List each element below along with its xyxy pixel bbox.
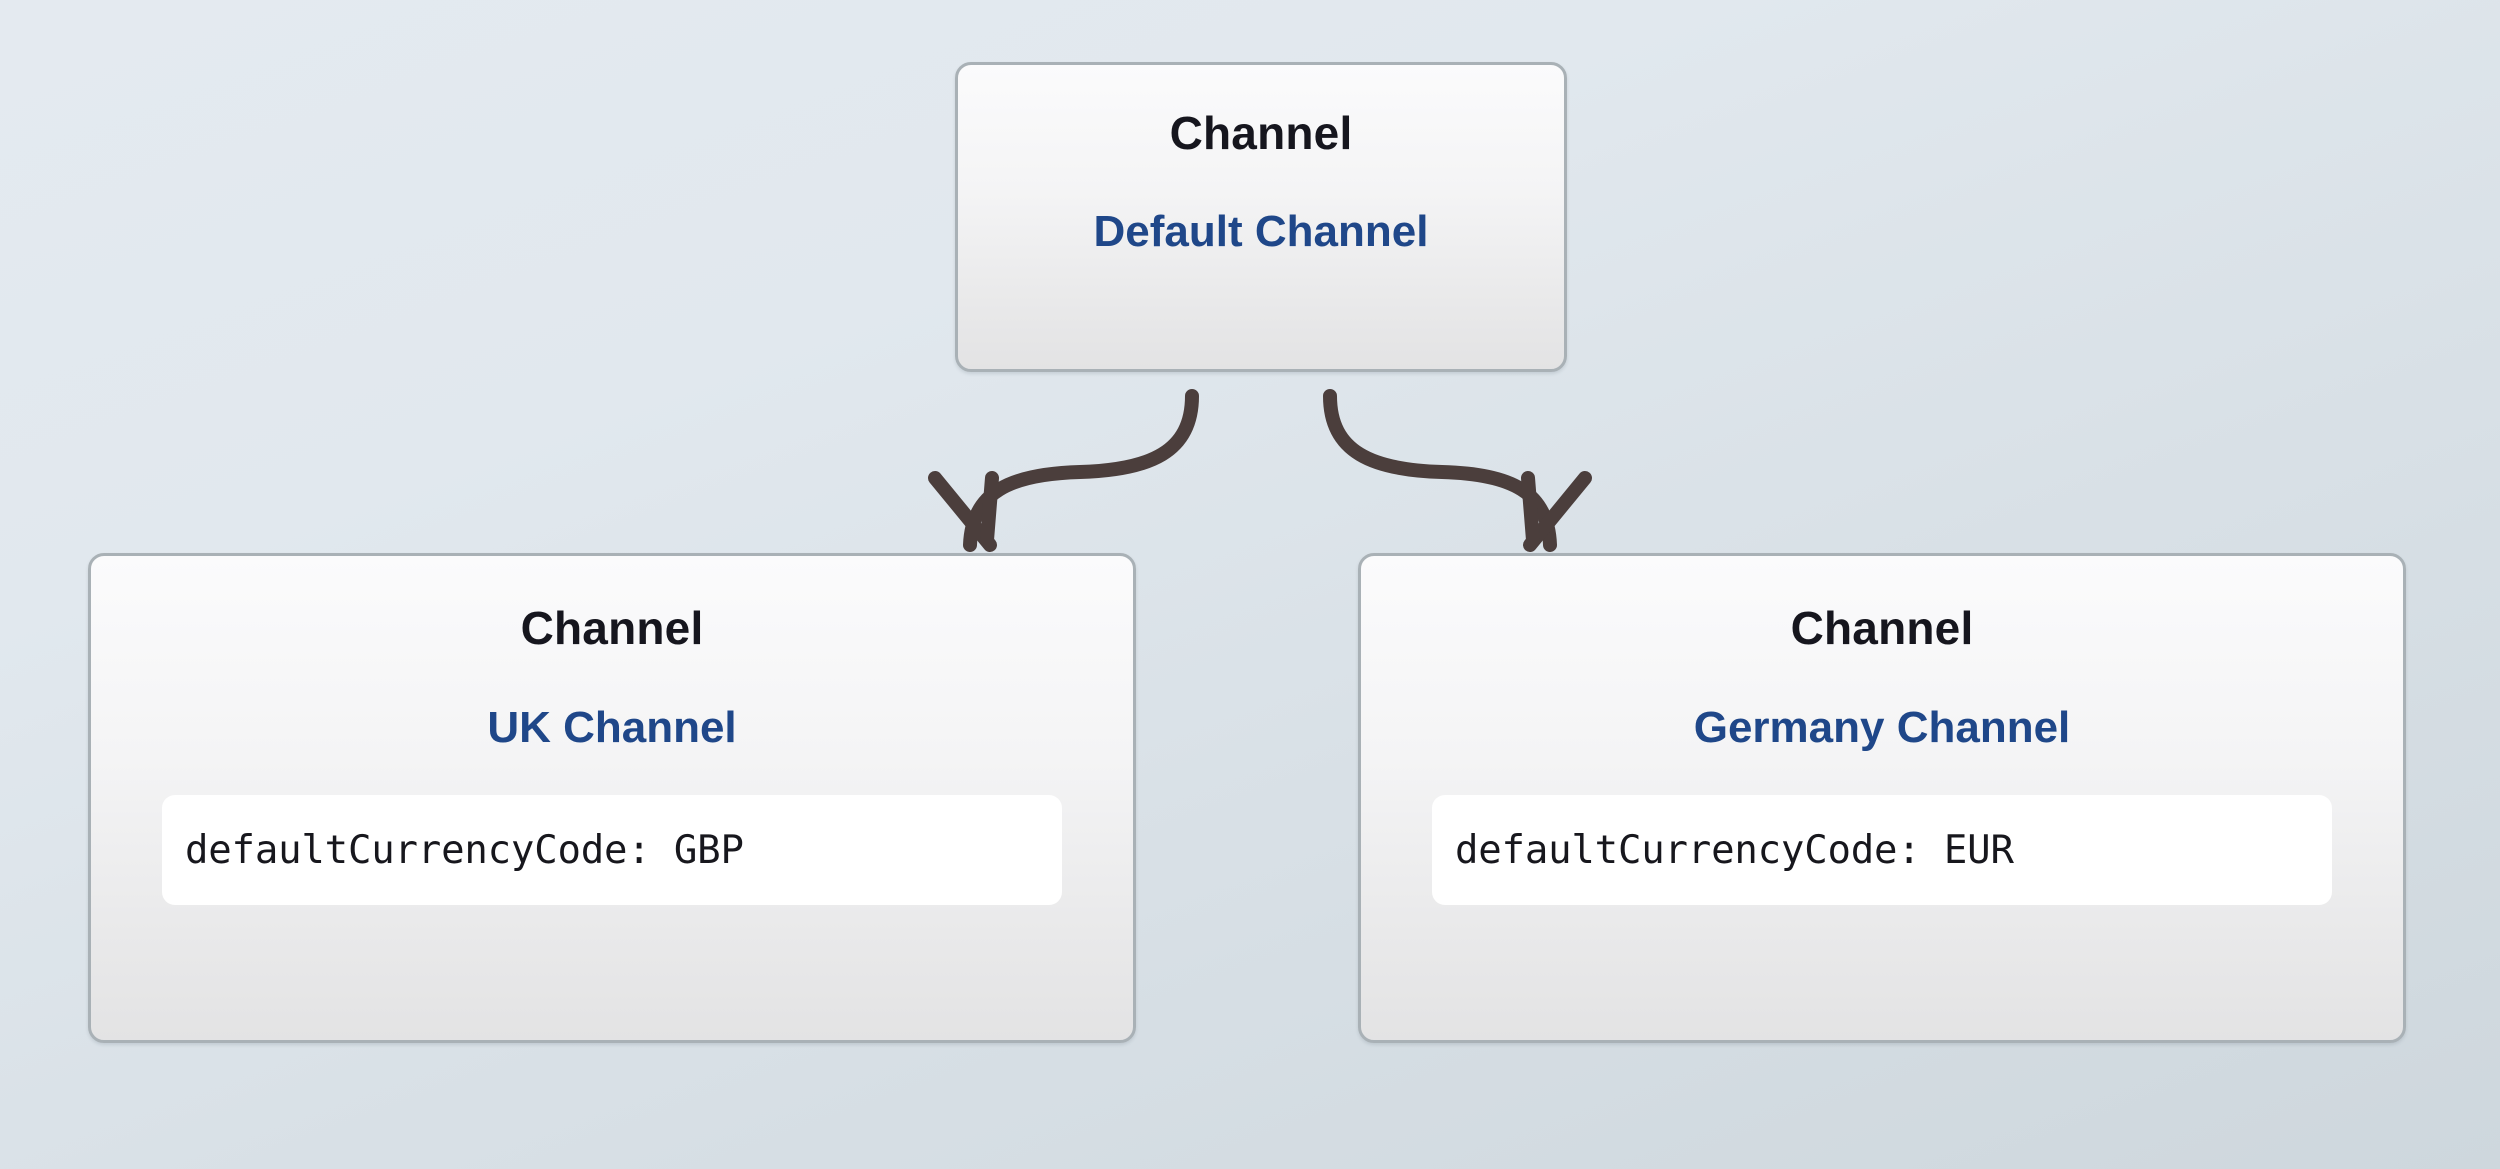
node-default-channel[interactable]: Channel Default Channel (955, 62, 1567, 372)
node-type-label: Channel (520, 602, 704, 654)
edge-root-to-uk-arrowhead (928, 471, 997, 552)
node-name-label: UK Channel (487, 703, 737, 753)
node-uk-channel[interactable]: Channel UK Channel defaultCurrencyCode: … (88, 553, 1136, 1043)
node-type-label: Channel (1169, 107, 1353, 159)
edge-root-to-de-arrowhead (1523, 471, 1592, 552)
edge-root-to-de-arrowhead-2 (1521, 471, 1540, 547)
node-germany-channel[interactable]: Channel Germany Channel defaultCurrencyC… (1358, 553, 2406, 1043)
node-name-label: Germany Channel (1693, 703, 2071, 753)
node-name-label: Default Channel (1093, 207, 1429, 257)
edge-root-to-uk (963, 389, 1199, 552)
edge-root-to-de (1323, 389, 1557, 552)
edge-root-to-uk-arrowhead-2 (980, 471, 999, 547)
node-type-label: Channel (1790, 602, 1974, 654)
node-attribute-pill: defaultCurrencyCode: EUR (1432, 795, 2332, 906)
node-attribute-pill: defaultCurrencyCode: GBP (162, 795, 1062, 906)
